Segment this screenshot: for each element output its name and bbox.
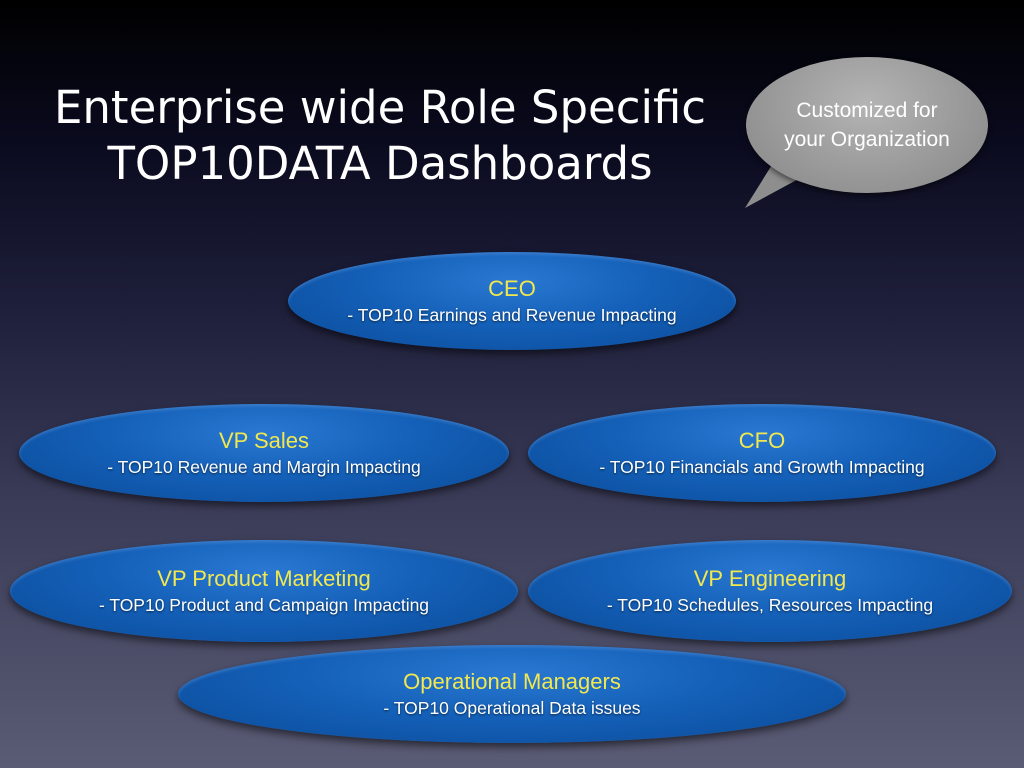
title-line-2: TOP10DATA Dashboards (107, 137, 653, 190)
callout-line-2: your Organization (784, 128, 950, 151)
role-desc-cfo: - TOP10 Financials and Growth Impacting (599, 457, 925, 477)
callout-line-1: Customized for (796, 99, 938, 122)
role-oval-ceo: CEO - TOP10 Earnings and Revenue Impacti… (288, 252, 736, 350)
slide-title: Enterprise wide Role Specific TOP10DATA … (30, 80, 730, 192)
callout-bubble: Customized for your Organization (746, 57, 988, 193)
role-name-vp-engineering: VP Engineering (693, 566, 847, 591)
role-name-cfo: CFO (738, 428, 786, 453)
role-oval-vp-engineering: VP Engineering - TOP10 Schedules, Resour… (528, 540, 1012, 642)
title-line-1: Enterprise wide Role Specific (53, 81, 707, 134)
role-name-operational-managers: Operational Managers (403, 669, 621, 694)
role-name-vp-product-marketing: VP Product Marketing (157, 566, 371, 591)
role-desc-vp-sales: - TOP10 Revenue and Margin Impacting (107, 457, 421, 477)
role-oval-vp-sales: VP Sales - TOP10 Revenue and Margin Impa… (19, 404, 509, 502)
role-desc-vp-product-marketing: - TOP10 Product and Campaign Impacting (98, 595, 430, 615)
role-desc-ceo: - TOP10 Earnings and Revenue Impacting (347, 305, 677, 325)
role-name-vp-sales: VP Sales (218, 428, 310, 453)
role-oval-operational-managers: Operational Managers - TOP10 Operational… (178, 645, 846, 743)
role-desc-vp-engineering: - TOP10 Schedules, Resources Impacting (606, 595, 934, 615)
role-oval-cfo: CFO - TOP10 Financials and Growth Impact… (528, 404, 996, 502)
role-oval-vp-product-marketing: VP Product Marketing - TOP10 Product and… (10, 540, 518, 642)
role-name-ceo: CEO (488, 276, 536, 301)
role-desc-operational-managers: - TOP10 Operational Data issues (383, 698, 641, 718)
